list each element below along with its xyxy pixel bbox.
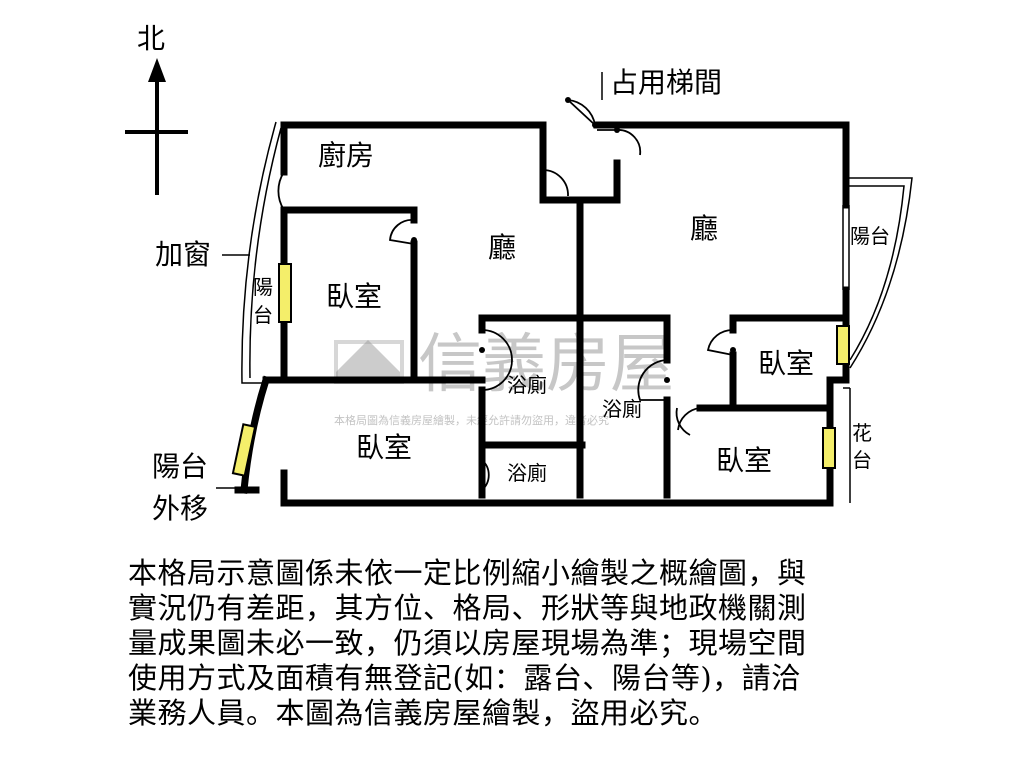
callout-balcony-moved-label-1: 陽台 bbox=[152, 450, 208, 483]
disclaimer-line: 本格局示意圖係未依一定比例縮小繪製之概繪圖，與 bbox=[128, 556, 807, 590]
room-bath-2: 浴廁 bbox=[602, 397, 642, 421]
window-sw bbox=[231, 423, 257, 477]
room-living-west: 廳 bbox=[488, 231, 516, 264]
balcony-east-label: 陽台 bbox=[850, 224, 890, 248]
flower-bed-label-a: 花 bbox=[852, 421, 872, 445]
windows bbox=[231, 263, 850, 477]
disclaimer-line: 業務人員。本圖為信義房屋繪製，盜用必究。 bbox=[128, 696, 719, 730]
callout-balcony-moved-label-2: 外移 bbox=[152, 492, 208, 525]
room-bedroom-se: 臥室 bbox=[716, 444, 772, 477]
room-kitchen: 廚房 bbox=[318, 139, 374, 172]
room-bath-1: 浴廁 bbox=[507, 373, 547, 397]
callout-stairs-label: 占用梯間 bbox=[610, 66, 722, 99]
flower-bed-label-b: 台 bbox=[852, 448, 872, 472]
north-compass: 北 bbox=[125, 22, 188, 195]
doors bbox=[277, 99, 734, 491]
balcony-outlines bbox=[241, 121, 913, 503]
disclaimer-line: 使用方式及面積有無登記(如：露台、陽台等)，請洽 bbox=[128, 661, 801, 695]
callout-added-window-label: 加窗 bbox=[155, 238, 211, 271]
callout-added-window: 加窗 bbox=[155, 238, 250, 271]
balcony-west-label-b: 台 bbox=[253, 303, 273, 327]
watermark-notice: 本格局圖為信義房屋繪製，未經允許請勿盜用，違者必究 bbox=[334, 413, 609, 427]
floor-plan: 北 信義房屋 本格局圖為信義房屋繪製，未經允許請勿盜用，違者必究 bbox=[125, 22, 913, 525]
window-flower bbox=[822, 427, 836, 469]
watermark-brand: 信義房屋 bbox=[418, 328, 674, 402]
room-living-east: 廳 bbox=[690, 212, 718, 245]
callout-balcony-moved: 陽台 外移 bbox=[152, 450, 240, 525]
room-bedroom-e: 臥室 bbox=[758, 347, 814, 380]
room-bedroom-nw: 臥室 bbox=[326, 280, 382, 313]
window-west bbox=[278, 263, 292, 323]
disclaimer-line: 量成果圖未必一致，仍須以房屋現場為準；現場空間 bbox=[128, 626, 807, 660]
disclaimer-line: 實況仍有差距，其方位、格局、形狀等與地政機關測 bbox=[128, 591, 807, 625]
room-bedroom-sw: 臥室 bbox=[356, 431, 412, 464]
callout-stairs: 占用梯間 bbox=[601, 66, 722, 100]
brand-house-icon bbox=[336, 340, 400, 380]
window-east bbox=[836, 325, 850, 365]
balcony-west-label-a: 陽 bbox=[253, 275, 273, 299]
disclaimer: 本格局示意圖係未依一定比例縮小繪製之概繪圖，與 實況仍有差距，其方位、格局、形狀… bbox=[128, 556, 898, 731]
room-bath-3: 浴廁 bbox=[507, 461, 547, 485]
watermark: 信義房屋 本格局圖為信義房屋繪製，未經允許請勿盜用，違者必究 bbox=[334, 328, 674, 427]
north-label: 北 bbox=[137, 22, 165, 55]
